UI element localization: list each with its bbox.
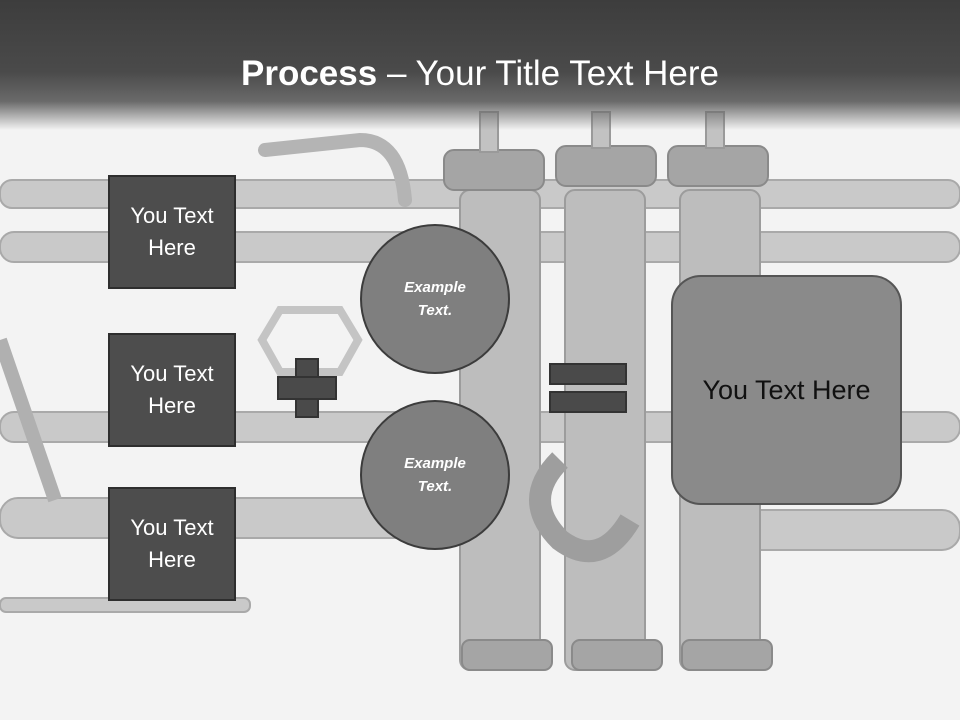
input-box-3: You Text Here xyxy=(108,487,236,601)
header-bar xyxy=(0,0,960,130)
input-box-1: You Text Here xyxy=(108,175,236,289)
title-rest: – Your Title Text Here xyxy=(377,54,719,93)
input-box-3-text: You Text Here xyxy=(130,515,214,572)
example-circle-2-text: Example Text. xyxy=(404,455,466,495)
example-circle-2: Example Text. xyxy=(360,400,510,550)
result-box-text: You Text Here xyxy=(702,374,871,405)
example-circle-1: Example Text. xyxy=(360,224,510,374)
title-bold: Process xyxy=(241,54,378,93)
equals-icon-top-bar xyxy=(549,363,627,385)
result-box: You Text Here xyxy=(671,275,902,505)
slide-title: Process – Your Title Text Here xyxy=(0,52,960,96)
example-circle-1-text: Example Text. xyxy=(404,279,466,319)
input-box-1-text: You Text Here xyxy=(130,203,214,260)
input-box-2: You Text Here xyxy=(108,333,236,447)
plus-icon-center xyxy=(297,378,317,398)
input-box-2-text: You Text Here xyxy=(130,361,214,418)
equals-icon-bottom-bar xyxy=(549,391,627,413)
